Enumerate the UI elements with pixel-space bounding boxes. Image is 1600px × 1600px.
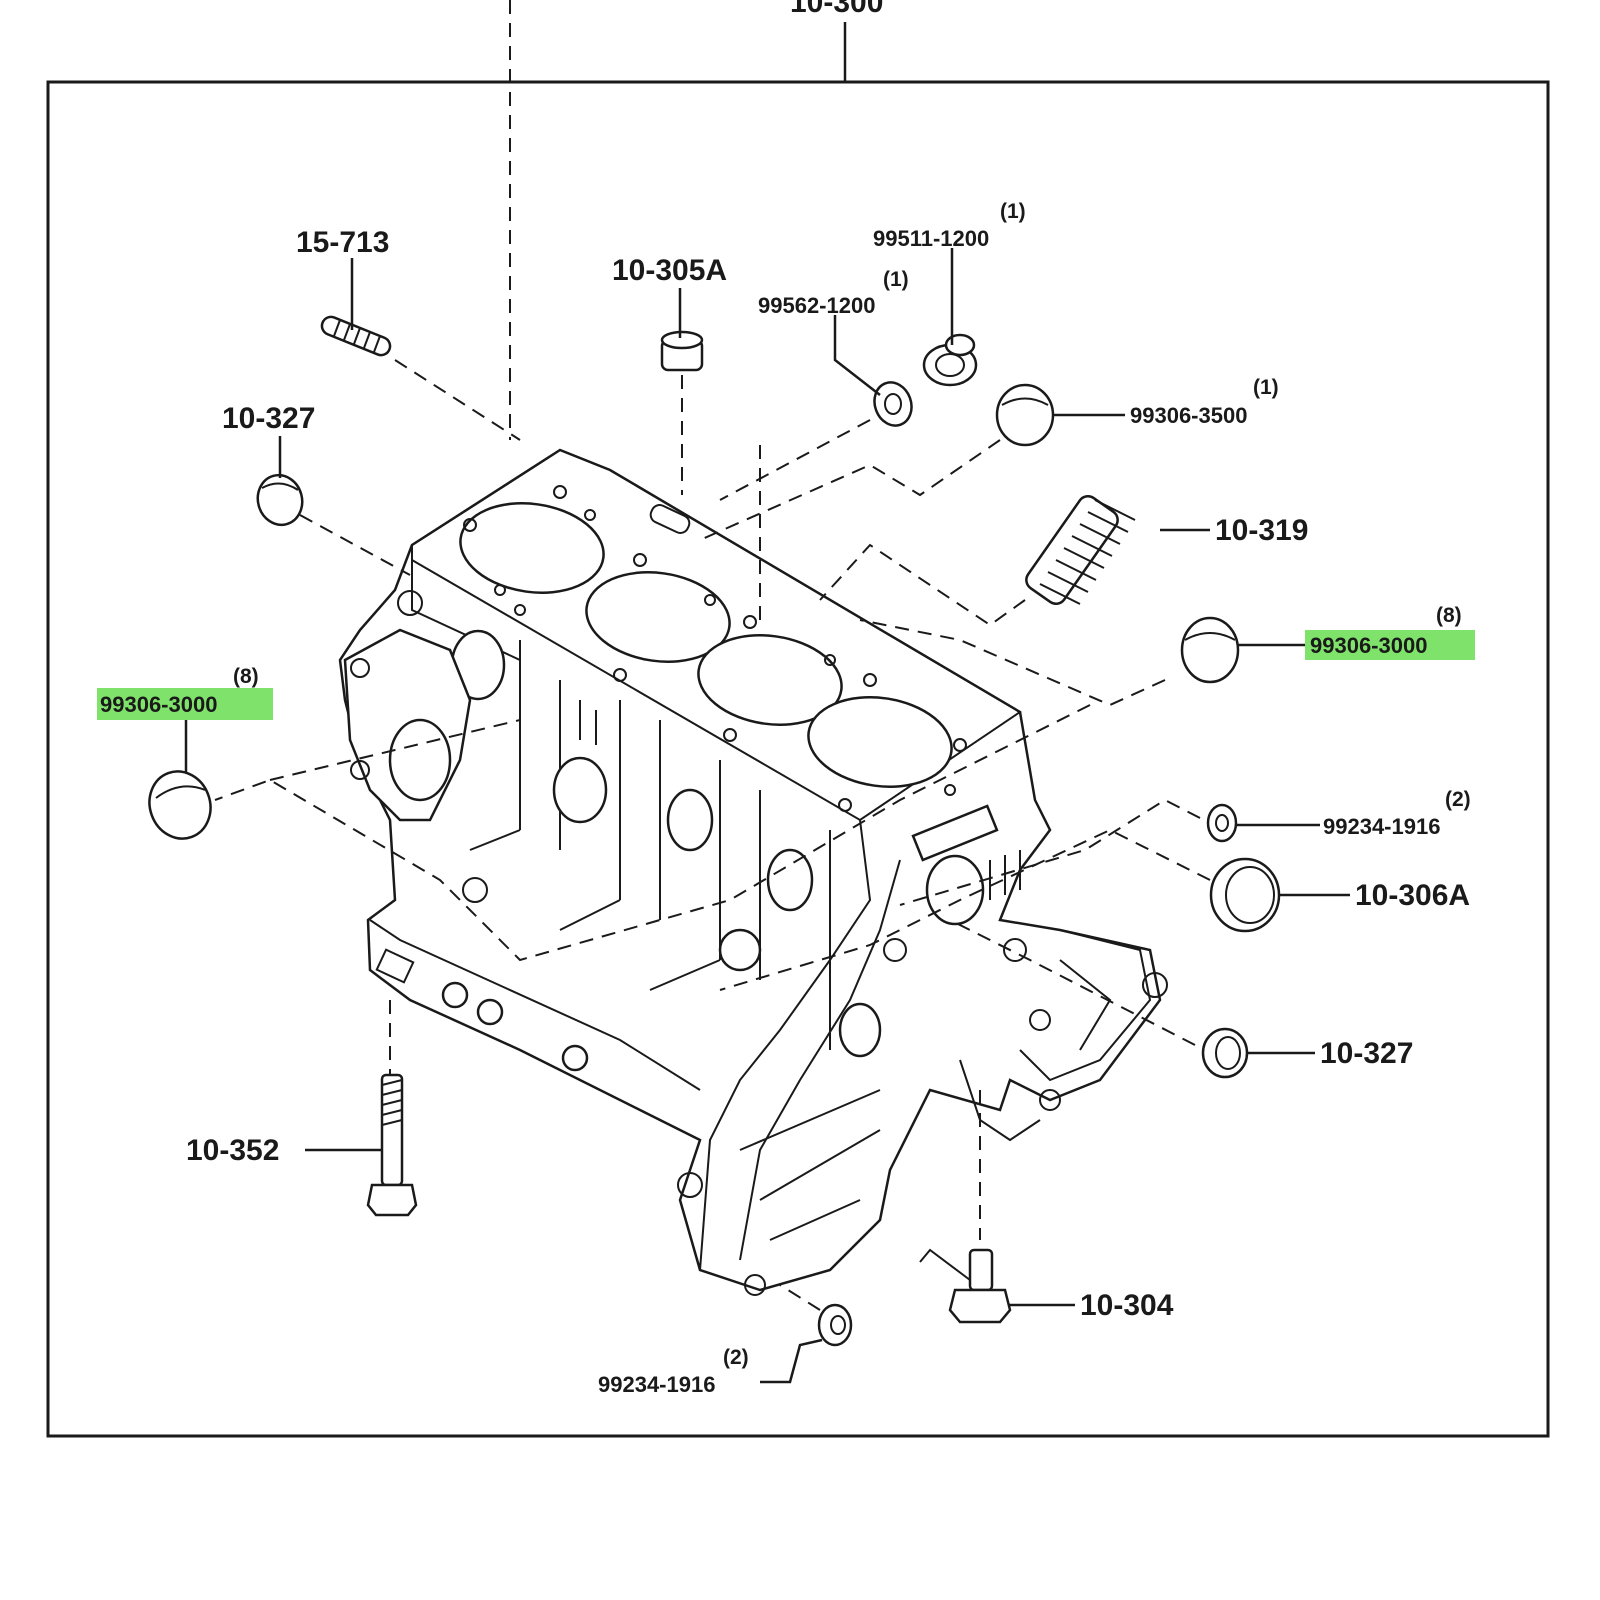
label-99234-1916-bottom: 99234-1916 [598, 1372, 715, 1397]
label-99234-1916-right: 99234-1916 [1323, 814, 1440, 839]
nut-99511-1200 [922, 333, 978, 387]
label-99511-1200: 99511-1200 [873, 226, 989, 251]
drain-cock-10-304 [919, 1248, 1012, 1324]
plug-10-305a [660, 330, 704, 372]
cap-10-327-top [256, 473, 304, 527]
bolt-10-352 [366, 1073, 418, 1217]
plug-99306-3000-right [1180, 616, 1240, 684]
part-labels: 15-713 10-305A (1) 99511-1200 (1) 99562-… [100, 200, 1471, 1397]
label-10-304: 10-304 [1080, 1289, 1174, 1322]
label-99306-3000-right: 99306-3000 [1310, 633, 1427, 658]
leader-lines [184, 248, 1350, 1384]
dowel-99234-1916-bottom [817, 1303, 853, 1347]
qty-99234-right: (2) [1445, 788, 1471, 811]
plug-99306-3500 [995, 383, 1055, 447]
label-15-713: 15-713 [296, 226, 389, 259]
qty-99306-3500: (1) [1253, 376, 1279, 399]
highlight-right [1305, 630, 1475, 660]
label-10-327-top: 10-327 [222, 402, 315, 435]
stud-15-713 [320, 315, 392, 357]
qty-99234-bottom: (2) [723, 1346, 749, 1369]
label-10-327-bottom: 10-327 [1320, 1037, 1413, 1070]
assembly-dashed-lines [214, 359, 1211, 1311]
dowel-99234-1916-right [1206, 803, 1238, 843]
dowel-10-319 [1025, 495, 1136, 605]
label-10-319: 10-319 [1215, 514, 1308, 547]
qty-99306-3000-right: (8) [1436, 604, 1462, 627]
highlight-left [97, 688, 273, 720]
label-10-305a: 10-305A [612, 254, 727, 287]
seal-10-306a [1209, 857, 1281, 933]
label-99562-1200: 99562-1200 [758, 293, 875, 318]
cap-10-327-bottom [1201, 1027, 1249, 1079]
cylinder-block-illustration [338, 448, 1168, 1296]
qty-99511: (1) [1000, 200, 1026, 223]
label-10-352: 10-352 [186, 1134, 279, 1167]
label-10-306a: 10-306A [1355, 879, 1470, 912]
assembly-label: 10-300 [790, 0, 883, 19]
diagram-frame [46, 0, 1550, 1438]
qty-99306-3000-left: (8) [233, 665, 259, 688]
washer-99562-1200 [873, 381, 913, 427]
qty-99562: (1) [883, 268, 909, 291]
label-99306-3500: 99306-3500 [1130, 403, 1247, 428]
plug-99306-3000-left [148, 770, 212, 840]
label-99306-3000-left: 99306-3000 [100, 692, 217, 717]
